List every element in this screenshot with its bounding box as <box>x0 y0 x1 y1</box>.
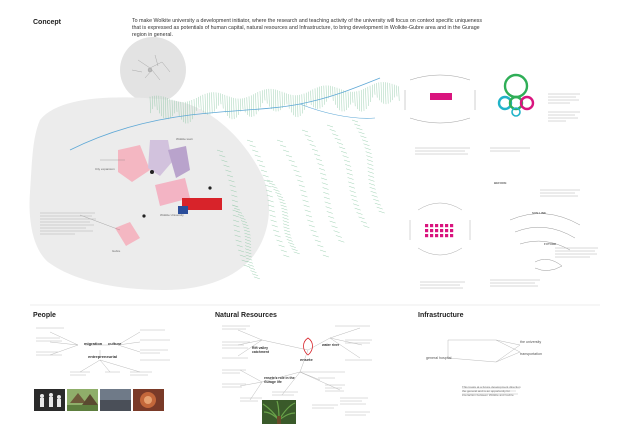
gubre-area <box>115 222 140 246</box>
context-region <box>29 97 270 290</box>
map-label-wolkite: Wolkite town <box>176 137 193 141</box>
pink-bar-diagram <box>404 74 476 124</box>
natural-node-rift: Rift valley catchment <box>252 346 269 355</box>
pink-grid-diagram <box>409 202 471 256</box>
campus-purple <box>168 146 190 178</box>
ensete-leaf-icon <box>303 337 313 356</box>
marker-c <box>142 214 146 218</box>
label-future: FUTURE <box>544 242 557 246</box>
map-label-university: Wolkite University <box>160 213 184 217</box>
marker-a <box>150 170 154 174</box>
map-label-city-expansion: City expansion <box>95 167 115 171</box>
zoom-detail <box>131 54 171 81</box>
infrastructure-heading: Infrastructure <box>418 312 464 319</box>
infra-node-right: the university <box>520 340 542 344</box>
label-before: BEFORE <box>494 181 507 185</box>
map-label-gubre: Gubre <box>112 249 121 253</box>
concept-statement: To make Wolkite university a development… <box>132 18 482 39</box>
campus-blue-block <box>178 206 188 214</box>
campus-pink <box>155 178 190 206</box>
terrain-hatch <box>149 82 400 280</box>
natural-node-center: ensete <box>300 357 313 362</box>
marker-b <box>208 186 212 190</box>
people-node-entrepreneurial: entrepreneurial <box>88 354 118 359</box>
infra-node-bottom: transportation <box>520 352 542 356</box>
infra-node-left: general hospital <box>426 356 452 360</box>
city-expansion-area <box>118 145 150 182</box>
river-branch <box>299 103 376 119</box>
people-node-culture: culture <box>108 341 122 346</box>
campus-red-block <box>182 198 222 210</box>
label-sun-line: SUN LINE <box>532 211 547 215</box>
natural-node-river: water river <box>322 343 340 347</box>
town-area <box>148 140 172 176</box>
natural-resources-heading: Natural Resources <box>215 312 277 319</box>
people-heading: People <box>33 312 56 319</box>
magenta-bar <box>430 93 452 100</box>
people-node-migration: migration <box>84 341 103 346</box>
callout-2 <box>79 214 121 231</box>
zoom-circle <box>120 37 186 103</box>
concept-heading: Concept <box>33 19 61 26</box>
infra-note: This treats at a future development dire… <box>462 385 521 397</box>
green-ring-diagram <box>497 73 535 117</box>
river-line <box>69 77 381 151</box>
natural-node-gurage: ensete's role in the Gurage life <box>264 376 295 385</box>
